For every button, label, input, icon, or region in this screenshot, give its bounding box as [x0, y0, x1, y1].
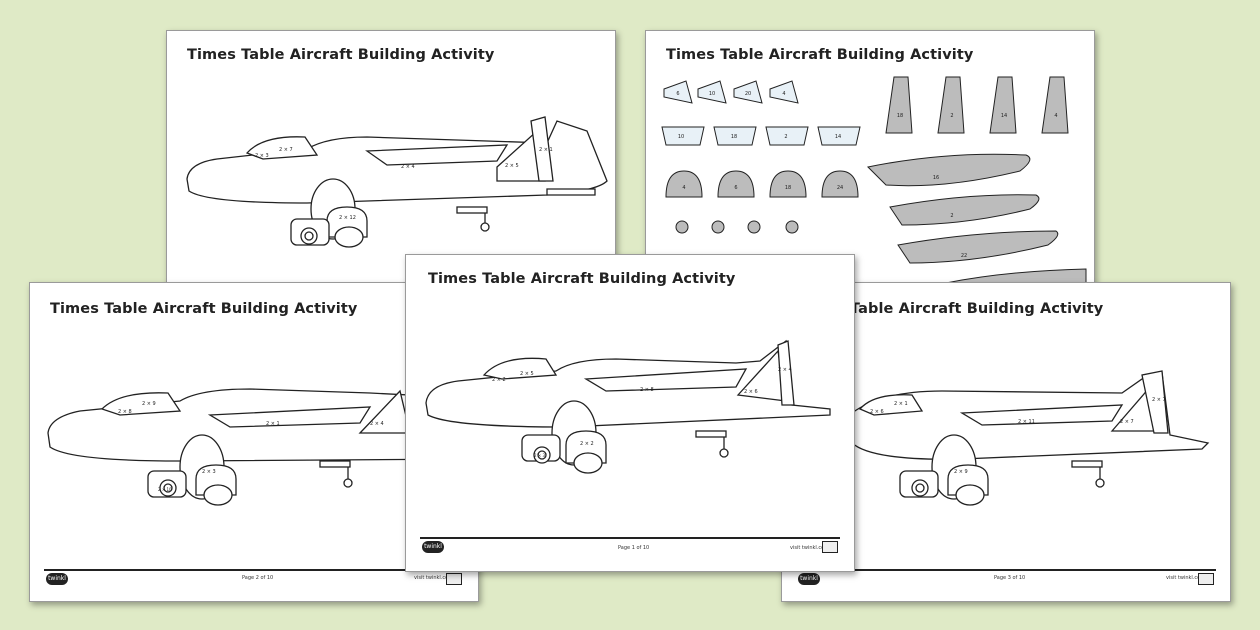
- fin-label: 2 × 4: [778, 367, 792, 373]
- shield-label: 4: [782, 91, 785, 97]
- shield-label: 20: [745, 91, 751, 97]
- nose-label: 2 × 8: [118, 409, 132, 415]
- wheel-label: 2 × 10: [158, 487, 172, 492]
- twinkl-logo: twinkl: [798, 573, 820, 585]
- fin-piece-label: 4: [1054, 113, 1057, 119]
- cutout-pieces: 6 10 20 4 10 18 2 14 4 6 18 24 18 2 14 4…: [661, 76, 1087, 293]
- gear-label: 2 × 3: [202, 469, 216, 475]
- fin-label: 2 × 7: [1152, 397, 1166, 403]
- cockpit-label: 2 × 1: [894, 401, 908, 407]
- box-label: 10: [678, 134, 684, 140]
- site-url: visit twinkl.com: [790, 545, 830, 551]
- fin-label: 2 × 1: [539, 147, 553, 153]
- fin-piece-label: 18: [897, 113, 903, 119]
- shield-label: 6: [676, 91, 679, 97]
- worksheet-title: Times Table Aircraft Building Activity: [187, 47, 495, 63]
- tail-label: 2 × 6: [744, 389, 758, 395]
- worksheet-bottom-right: Table Aircraft Building Activity 2 × 1 2…: [781, 282, 1231, 602]
- wing-piece-label: 2: [950, 213, 953, 219]
- worksheet-title: Times Table Aircraft Building Activity: [428, 271, 736, 287]
- nose-label: 2 × 2: [492, 377, 506, 383]
- site-url: visit twinkl.com: [1166, 575, 1206, 581]
- nose-label: 2 × 6: [870, 409, 884, 415]
- gear-label: 2 × 12: [339, 215, 356, 221]
- aircraft-outline: 2 × 5 2 × 2 2 × 8 2 × 6 2 × 4 2 × 2 2 × …: [425, 339, 831, 474]
- box-label: 18: [731, 134, 737, 140]
- cockpit-label: 2 × 9: [142, 401, 156, 407]
- fin-piece-label: 14: [1001, 113, 1007, 119]
- wing-label: 2 × 4: [401, 164, 415, 170]
- tail-label: 2 × 7: [1120, 419, 1134, 425]
- dome-label: 24: [837, 185, 843, 191]
- wing-label: 2 × 8: [640, 387, 654, 393]
- twinkl-logo: twinkl: [422, 541, 444, 553]
- gear-label: 2 × 2: [580, 441, 594, 447]
- tail-label: 2 × 4: [370, 421, 384, 427]
- footer-line: [420, 537, 840, 539]
- fin-piece-label: 2: [950, 113, 953, 119]
- page-number: Page 3 of 10: [994, 575, 1026, 581]
- aircraft-outline: 2 × 9 2 × 8 2 × 1 2 × 4 2 × 3 2 × 10: [47, 382, 478, 506]
- worksheet-title: Times Table Aircraft Building Activity: [666, 47, 974, 63]
- worksheet-top-left: Times Table Aircraft Building Activity 2…: [166, 30, 616, 294]
- shield-label: 10: [709, 91, 715, 97]
- page-number: Page 1 of 10: [618, 545, 650, 551]
- nose-label: 2 × 3: [255, 153, 269, 159]
- worksheet-center: Times Table Aircraft Building Activity 2…: [405, 254, 855, 572]
- dome-label: 18: [785, 185, 791, 191]
- stamp-icon: [446, 573, 462, 585]
- wing-label: 2 × 11: [1018, 419, 1035, 425]
- twinkl-logo: twinkl: [46, 573, 68, 585]
- cockpit-label: 2 × 5: [520, 371, 534, 377]
- aircraft-outline: 2 × 7 2 × 3 2 × 4 2 × 5 2 × 1 2 × 12: [186, 116, 608, 248]
- wheel-label: 2 × 3: [534, 453, 545, 458]
- worksheet-bottom-left: Times Table Aircraft Building Activity 2…: [29, 282, 479, 602]
- tail-label: 2 × 5: [505, 163, 519, 169]
- aircraft-outline: 2 × 1 2 × 6 2 × 11 2 × 7 2 × 7 2 × 9: [851, 370, 1210, 506]
- footer-line: [44, 569, 464, 571]
- dome-label: 6: [734, 185, 737, 191]
- worksheet-top-right: Times Table Aircraft Building Activity: [645, 30, 1095, 294]
- page-number: Page 2 of 10: [242, 575, 274, 581]
- dome-label: 4: [682, 185, 685, 191]
- box-label: 2: [784, 134, 787, 140]
- site-url: visit twinkl.com: [414, 575, 454, 581]
- cockpit-label: 2 × 7: [279, 147, 293, 153]
- box-label: 14: [835, 134, 841, 140]
- wing-piece-label: 22: [961, 253, 967, 259]
- worksheet-title: Table Aircraft Building Activity: [850, 301, 1104, 317]
- stamp-icon: [1198, 573, 1214, 585]
- wing-piece-label: 16: [933, 175, 939, 181]
- stamp-icon: [822, 541, 838, 553]
- gear-label: 2 × 9: [954, 469, 968, 475]
- footer-line: [796, 569, 1216, 571]
- wing-label: 2 × 1: [266, 421, 280, 427]
- worksheet-title: Times Table Aircraft Building Activity: [50, 301, 358, 317]
